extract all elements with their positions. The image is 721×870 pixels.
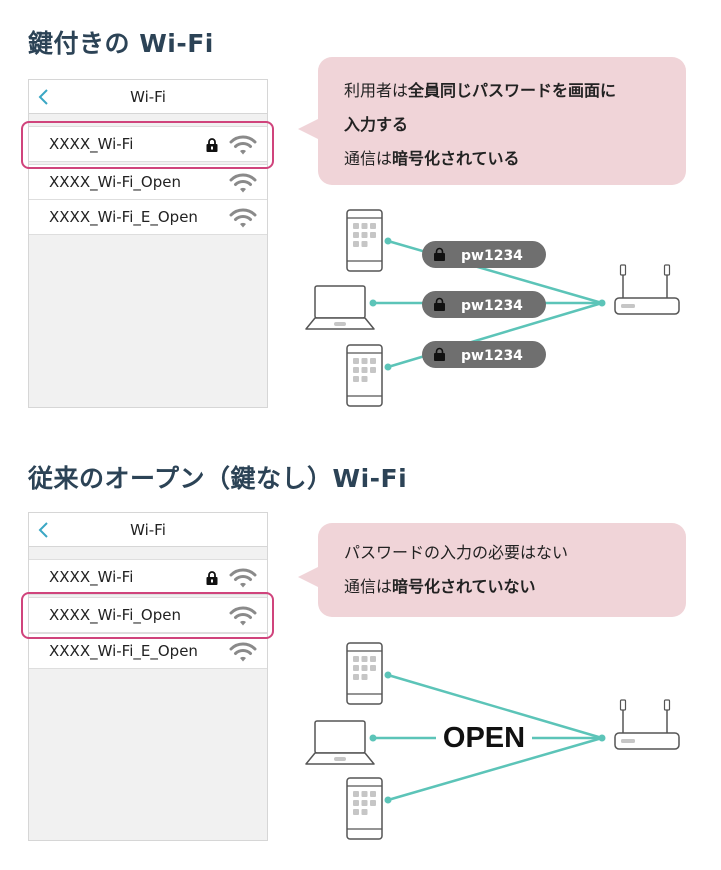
back-chevron-icon[interactable]	[37, 520, 51, 540]
wifi-icon	[229, 642, 257, 662]
network-name: XXXX_Wi-Fi	[49, 568, 134, 586]
section-title-locked: 鍵付きの Wi-Fi	[28, 29, 214, 58]
svg-text:pw1234: pw1234	[461, 248, 523, 264]
network-name: XXXX_Wi-Fi_Open	[49, 606, 181, 624]
lock-icon	[434, 347, 445, 361]
password-pill: pw1234	[422, 341, 546, 368]
router-icon	[614, 699, 680, 750]
svg-text:pw1234: pw1234	[461, 298, 523, 314]
wifi-icon	[229, 173, 257, 193]
phone-header: Wi-Fi	[29, 80, 267, 114]
open-label: OPEN	[443, 722, 525, 754]
laptop-icon	[305, 285, 375, 330]
connection-line	[387, 736, 603, 802]
back-chevron-icon[interactable]	[37, 87, 51, 107]
bubble-line-2: 入力する	[344, 115, 409, 134]
network-name: XXXX_Wi-Fi_E_Open	[49, 208, 198, 226]
phone-title: Wi-Fi	[130, 88, 166, 106]
network-name: XXXX_Wi-Fi_E_Open	[49, 642, 198, 660]
lock-icon	[206, 571, 218, 585]
network-row-wifi-e-open[interactable]: XXXX_Wi-Fi_E_Open	[29, 633, 267, 669]
network-name: XXXX_Wi-Fi_Open	[49, 173, 181, 191]
bubble-line-2: 通信は暗号化されていない	[344, 577, 536, 596]
highlight-selected-network	[21, 592, 274, 639]
speech-bubble-open: パスワードの入力の必要はない 通信は暗号化されていない	[298, 523, 686, 617]
network-row-wifi[interactable]: XXXX_Wi-Fi	[29, 559, 267, 595]
section-title-open: 従来のオープン（鍵なし）Wi-Fi	[28, 464, 408, 493]
bubble-line-1: 利用者は全員同じパスワードを画面に	[344, 81, 617, 100]
network-row-wifi-open[interactable]: XXXX_Wi-Fi_Open	[29, 164, 267, 200]
laptop-icon	[305, 720, 375, 765]
wifi-icon	[229, 606, 257, 626]
lock-icon	[434, 297, 445, 311]
wifi-icon	[229, 208, 257, 228]
wifi-icon	[229, 135, 257, 155]
bubble-line-1: パスワードの入力の必要はない	[344, 543, 569, 562]
phone-header: Wi-Fi	[29, 513, 267, 547]
lock-icon	[434, 247, 445, 261]
bubble-tail	[298, 565, 322, 589]
smartphone-icon	[346, 209, 383, 272]
svg-text:pw1234: pw1234	[461, 348, 523, 364]
smartphone-icon	[346, 344, 383, 407]
speech-bubble-locked: 利用者は全員同じパスワードを画面に 入力する 通信は暗号化されている	[298, 57, 686, 185]
phone-screen-locked: Wi-Fi XXXX_Wi-Fi XXXX_Wi-Fi_Open XXXX_Wi…	[28, 79, 268, 408]
network-row-wifi[interactable]: XXXX_Wi-Fi	[29, 126, 267, 162]
smartphone-icon	[346, 642, 383, 705]
highlight-selected-network	[21, 121, 274, 169]
network-row-wifi-e-open[interactable]: XXXX_Wi-Fi_E_Open	[29, 199, 267, 235]
bubble-line-3: 通信は暗号化されている	[344, 149, 520, 168]
phone-screen-open: Wi-Fi XXXX_Wi-Fi XXXX_Wi-Fi_Open XXXX_Wi…	[28, 512, 268, 841]
router-icon	[614, 264, 680, 315]
bubble-tail	[298, 117, 322, 141]
password-pill: pw1234	[422, 291, 546, 318]
network-diagram-open: OPEN	[305, 642, 680, 840]
lock-icon	[206, 138, 218, 152]
wifi-icon	[229, 568, 257, 588]
open-label-bg	[436, 721, 532, 753]
network-diagram-locked: pw1234 pw1234 pw1234	[305, 209, 680, 407]
network-name: XXXX_Wi-Fi	[49, 135, 134, 153]
smartphone-icon	[346, 777, 383, 840]
phone-title: Wi-Fi	[130, 521, 166, 539]
network-row-wifi-open[interactable]: XXXX_Wi-Fi_Open	[29, 597, 267, 633]
connection-line	[387, 673, 603, 740]
password-pill: pw1234	[422, 241, 546, 268]
